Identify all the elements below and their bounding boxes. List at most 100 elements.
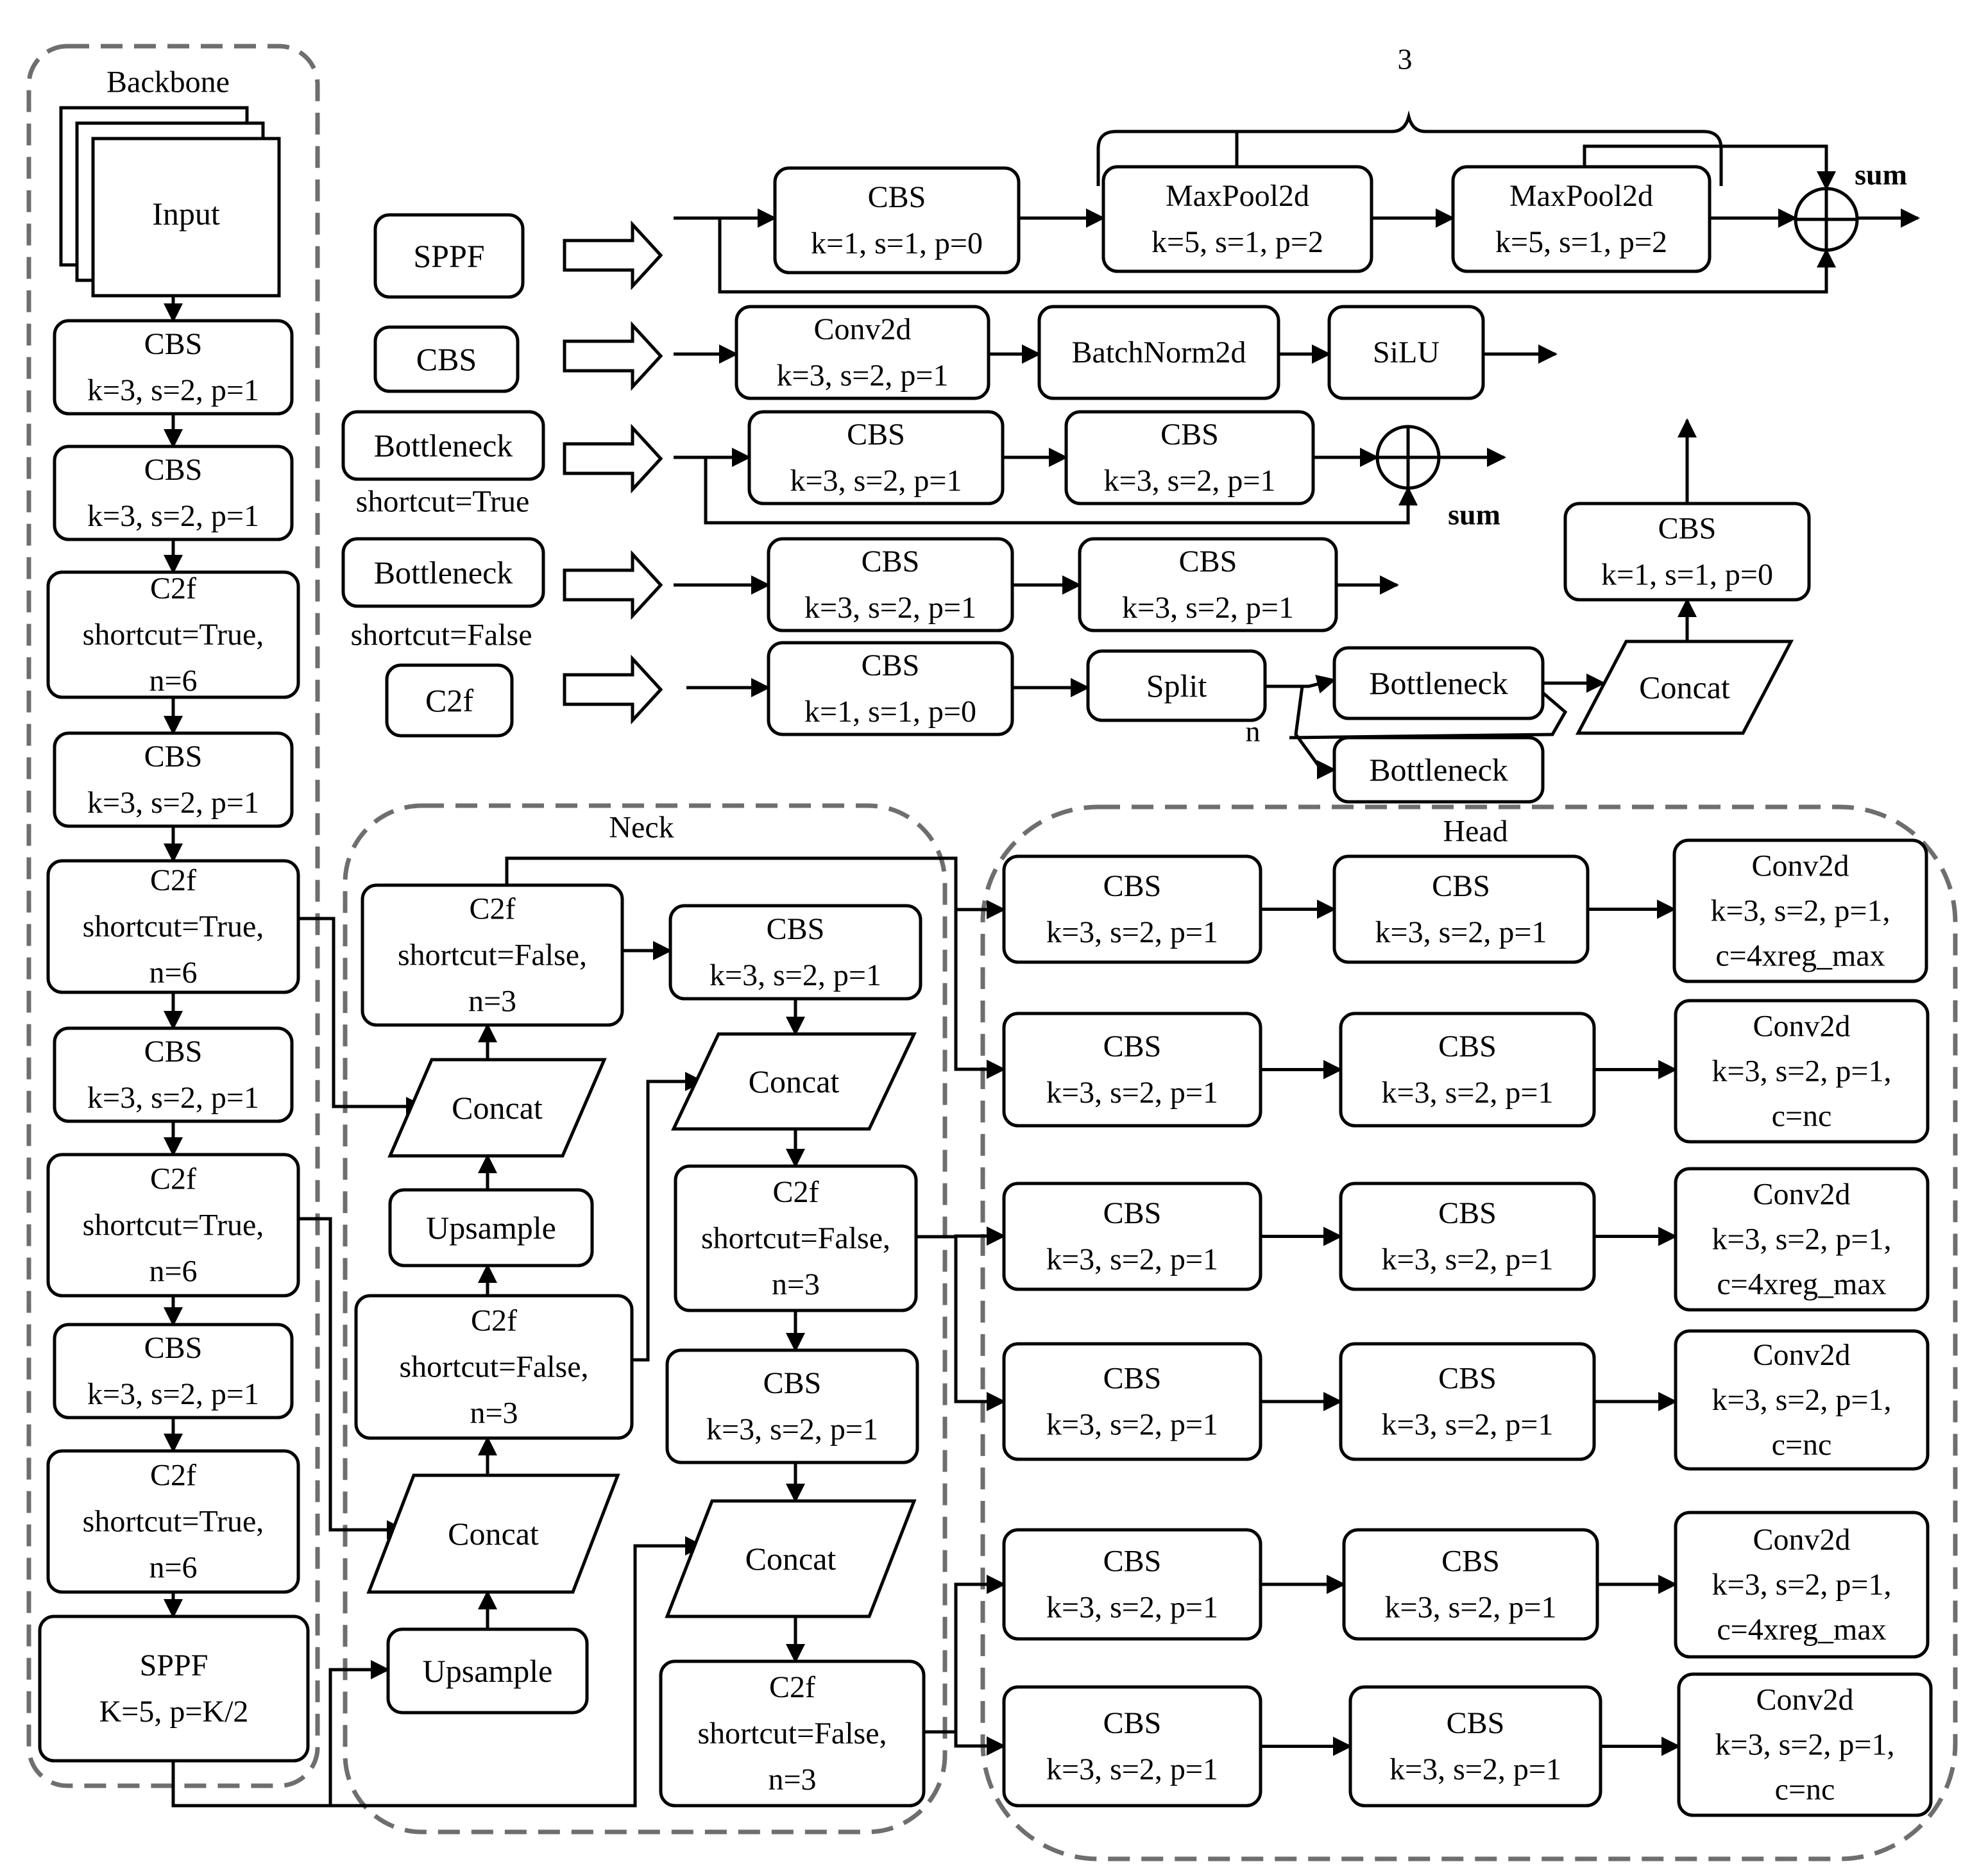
node-text: Concat [448,1516,539,1552]
node-text: shortcut=True, [83,618,264,652]
node-text: CBS [1432,869,1490,903]
node-text: Bottleneck [1369,665,1508,701]
legend-c2f-split: Split [1086,649,1267,722]
neck-concat-2: Concat [366,1473,620,1594]
node-text: CBS [1160,418,1219,452]
node-text: CBS [1103,1362,1162,1396]
sppf-repeat-label: 3 [1398,43,1413,76]
node-text: k=3, s=2, p=1 [1382,1408,1554,1442]
node-text: k=3, s=2, p=1 [1046,915,1218,949]
node-text: k=3, s=2, p=1, [1712,1055,1892,1089]
bottleneck-false-sub: shortcut=False [350,618,532,652]
node-text: shortcut=False, [697,1716,887,1750]
node-text: Split [1146,668,1207,704]
node-text: k=5, s=1, p=2 [1495,225,1667,259]
input-stack: Input [59,106,281,298]
node-text: CBS [1438,1362,1497,1396]
node-text: k=3, s=2, p=1 [1046,1591,1218,1625]
node-text: CBS [1103,869,1162,903]
node-text: k=3, s=2, p=1 [1382,1242,1554,1276]
node-text: k=3, s=2, p=1 [87,499,259,533]
node-text: CBS [1103,1196,1162,1230]
node-text: CBS [1103,1030,1162,1064]
node-text: Bottleneck [374,428,513,464]
node-text: c=nc [1775,1773,1835,1807]
node-text: Conv2d [813,312,911,346]
node-text: c=4xreg_max [1715,939,1885,973]
node-text: shortcut=False, [701,1221,890,1255]
neck-concat-1: Concat [387,1058,607,1158]
node-text: Conv2d [1753,1178,1850,1212]
node-text: k=3, s=2, p=1 [1389,1752,1561,1786]
head-label: Head [1443,815,1508,849]
node-text: C2f [150,572,196,606]
legend-bottleneck-false-label: Bottleneck [341,537,545,608]
node-text: Conv2d [1753,1338,1850,1372]
c2f-n-label: n [1246,715,1261,748]
connector-line [1583,144,1836,191]
legend-c2f-label: C2f [385,663,514,738]
node-text: k=3, s=2, p=1 [1046,1076,1218,1110]
connector-line [916,1226,1006,1246]
sppf-repeat-brace [1096,110,1723,186]
node-text: CBS [144,740,203,774]
node-text: CBS [1441,1545,1500,1579]
legend-cbs-silu: SiLU [1327,305,1485,400]
node-text: CBS [847,418,905,452]
connector-line [505,856,1006,919]
node-text: shortcut=True, [83,1505,264,1539]
node-text: SPPF [140,1648,208,1682]
node-text: shortcut=False, [399,1350,588,1384]
node-text: CBS [1658,512,1717,546]
legend-cbs-conv: Conv2d k=3, s=2, p=1 [735,305,990,400]
node-text: CBS [1447,1706,1505,1740]
node-text: CBS [1103,1545,1162,1579]
node-text: k=3, s=2, p=1, [1711,894,1890,928]
connector-line [298,1217,406,1539]
node-text: Conv2d [1756,1683,1853,1717]
node-text: C2f [470,892,516,926]
head-row-2-cbs-1: CBS k=3, s=2, p=1 [1002,1012,1262,1128]
node-text: C2f [425,682,473,718]
connector-line [632,1072,704,1362]
node-text: k=3, s=2, p=1, [1712,1223,1892,1257]
node-text: BatchNorm2d [1072,335,1246,369]
connector-line [1294,686,1336,779]
node-text: CBS [144,1035,203,1069]
node-text: k=3, s=2, p=1 [1104,464,1276,498]
node-text: n=3 [470,1396,518,1430]
neck-upsample-2: Upsample [386,1627,589,1715]
node-text: SiLU [1373,335,1440,369]
node-text: k=3, s=2, p=1 [709,958,881,992]
head-group [980,804,1958,1861]
node-text: k=3, s=2, p=1 [777,359,949,393]
node-text: Conv2d [1753,1010,1850,1044]
head-row-4-cbs-2: CBS k=3, s=2, p=1 [1339,1342,1596,1461]
node-text: k=3, s=2, p=1 [804,591,976,625]
sppf-expand-arrow [563,220,663,291]
connector-line [298,917,425,1116]
node-text: n=6 [149,956,197,990]
node-text: Concat [745,1541,837,1577]
node-text: CBS [862,648,920,682]
node-text: k=1, s=1, p=0 [804,695,976,729]
node-text: C2f [150,1459,196,1493]
legend-c2f-bottleneck-2: Bottleneck [1332,736,1545,804]
node-text: k=3, s=2, p=1 [1046,1242,1218,1276]
